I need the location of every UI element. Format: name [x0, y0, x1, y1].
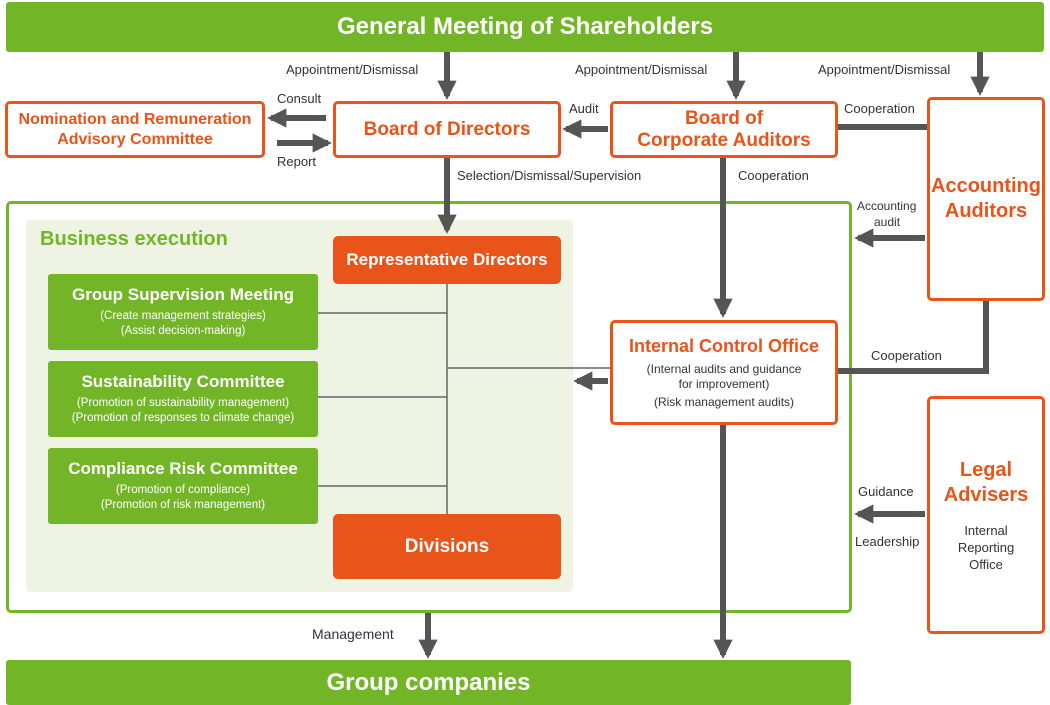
group-supervision-sub2: (Assist decision-making)	[120, 325, 246, 337]
label-cooperation-lower: Cooperation	[871, 348, 942, 363]
internal-control-title: Internal Control Office	[628, 335, 819, 356]
board-of-auditors-line1: Board of	[684, 107, 764, 129]
label-appointment-3: Appointment/Dismissal	[818, 62, 951, 77]
internal-control-box: Internal Control Office (Internal audits…	[610, 320, 838, 425]
legal-advisers-line1: Legal	[959, 458, 1013, 481]
accounting-auditors-box: Accounting Auditors	[927, 97, 1045, 301]
board-of-auditors-line2: Corporate Auditors	[637, 129, 811, 151]
label-cooperation-mid: Cooperation	[738, 168, 809, 183]
label-selection: Selection/Dismissal/Supervision	[457, 168, 642, 183]
nomination-line2: Advisory Committee	[57, 130, 213, 148]
nomination-line1: Nomination and Remuneration	[18, 110, 252, 128]
label-accounting-audit-1: Accounting	[857, 199, 917, 213]
internal-control-sub2: for improvement)	[678, 376, 770, 391]
label-management: Management	[312, 626, 394, 642]
compliance-risk-box: Compliance Risk Committee (Promotion of …	[48, 448, 318, 524]
group-supervision-box: Group Supervision Meeting (Create manage…	[48, 274, 318, 350]
general-meeting-bar: General Meeting of Shareholders	[6, 2, 1044, 52]
sustainability-title: Sustainability Committee	[81, 372, 285, 391]
board-of-directors-box: Board of Directors	[333, 101, 561, 158]
label-cooperation-top: Cooperation	[844, 101, 915, 116]
board-of-auditors-box: Board of Corporate Auditors	[610, 101, 838, 158]
label-appointment-2: Appointment/Dismissal	[575, 62, 708, 77]
label-accounting-audit-2: audit	[874, 215, 901, 229]
internal-control-sub1: (Internal audits and guidance	[646, 361, 802, 376]
internal-reporting-line1: Internal	[964, 522, 1008, 538]
label-guidance: Guidance	[858, 484, 914, 499]
label-audit: Audit	[569, 101, 599, 116]
internal-reporting-line3: Office	[969, 556, 1003, 572]
divisions-box: Divisions	[333, 514, 561, 579]
compliance-risk-sub1: (Promotion of compliance)	[115, 484, 251, 496]
sustainability-box: Sustainability Committee (Promotion of s…	[48, 361, 318, 437]
label-appointment-1: Appointment/Dismissal	[286, 62, 419, 77]
sustainability-sub2: (Promotion of responses to climate chang…	[71, 412, 295, 424]
line-cooperation-lower	[838, 301, 989, 374]
accounting-auditors-line1: Accounting	[931, 175, 1041, 197]
sustainability-sub1: (Promotion of sustainability management)	[76, 397, 290, 409]
label-report: Report	[277, 154, 317, 169]
legal-advisers-box: Legal Advisers Internal Reporting Office	[927, 396, 1045, 634]
internal-control-sub3: (Risk management audits)	[653, 394, 795, 409]
representative-directors-title: Representative Directors	[346, 250, 548, 269]
general-meeting-title: General Meeting of Shareholders	[336, 13, 714, 40]
internal-reporting-line2: Reporting	[957, 539, 1015, 555]
accounting-auditors-line2: Auditors	[944, 200, 1028, 222]
group-supervision-sub1: (Create management strategies)	[100, 310, 266, 322]
business-execution-label: Business execution	[40, 228, 228, 250]
business-execution-frame	[6, 201, 852, 613]
label-consult: Consult	[277, 91, 322, 106]
group-companies-title: Group companies	[326, 668, 531, 696]
representative-directors-box: Representative Directors	[333, 236, 561, 284]
label-leadership: Leadership	[855, 534, 920, 549]
nomination-committee-box: Nomination and Remuneration Advisory Com…	[5, 101, 265, 158]
legal-advisers-line2: Advisers	[943, 483, 1029, 506]
compliance-risk-sub2: (Promotion of risk management)	[100, 499, 266, 511]
divisions-title: Divisions	[404, 535, 490, 557]
compliance-risk-title: Compliance Risk Committee	[68, 459, 298, 478]
board-of-directors-title: Board of Directors	[363, 118, 531, 140]
group-companies-bar: Group companies	[6, 660, 851, 705]
group-supervision-title: Group Supervision Meeting	[72, 285, 294, 304]
